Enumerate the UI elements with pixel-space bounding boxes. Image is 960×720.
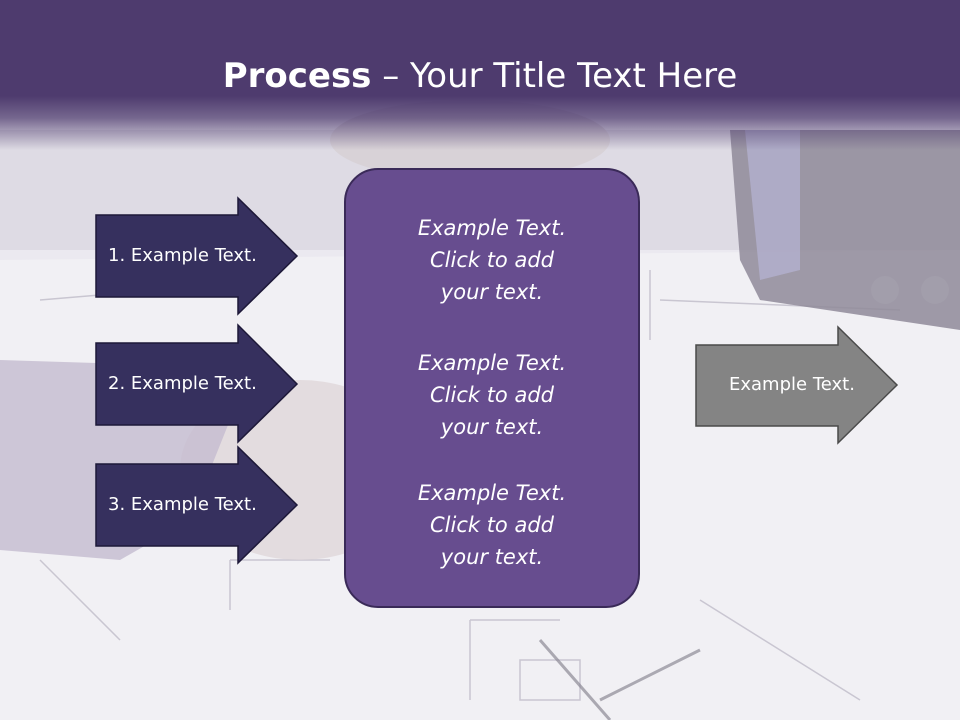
center-item-1-line2: Click to add <box>429 248 554 272</box>
slide-title[interactable]: Process – Your Title Text Here <box>0 54 960 98</box>
title-bold: Process <box>222 56 372 96</box>
title-rest: – Your Title Text Here <box>371 56 738 96</box>
right-arrow[interactable] <box>695 325 899 445</box>
center-item-3[interactable]: Example Text. Click to add your text. <box>344 477 640 573</box>
center-item-1[interactable]: Example Text. Click to add your text. <box>344 212 640 308</box>
center-item-2-line1: Example Text. <box>417 351 567 375</box>
center-process-box[interactable] <box>344 168 640 608</box>
center-item-3-line2: Click to add <box>429 513 554 537</box>
left-arrow-1[interactable] <box>95 196 299 316</box>
title-bar: Process – Your Title Text Here <box>0 0 960 150</box>
center-item-2-line3: your text. <box>440 415 544 439</box>
left-arrow-2-label: 2. Example Text. <box>108 373 257 394</box>
left-arrow-2[interactable] <box>95 323 299 444</box>
right-arrow-label: Example Text. <box>729 374 855 395</box>
center-item-3-line3: your text. <box>440 545 544 569</box>
center-item-2-line2: Click to add <box>429 383 554 407</box>
center-item-1-line1: Example Text. <box>417 216 567 240</box>
left-arrow-1-label: 1. Example Text. <box>108 245 257 266</box>
center-item-2[interactable]: Example Text. Click to add your text. <box>344 347 640 443</box>
center-item-1-line3: your text. <box>440 280 544 304</box>
left-arrow-3[interactable] <box>95 445 299 565</box>
center-item-3-line1: Example Text. <box>417 481 567 505</box>
left-arrow-3-label: 3. Example Text. <box>108 494 257 515</box>
